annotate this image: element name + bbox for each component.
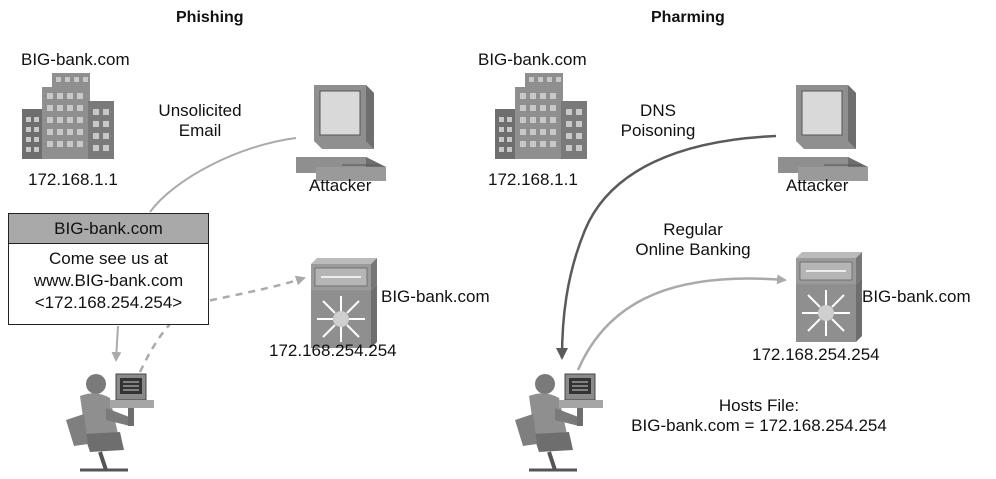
- phishing-email-connector: [149, 137, 297, 213]
- pharming-dns-label-line2: Poisoning: [620, 121, 696, 140]
- pharming-fake-server-label: BIG-bank.com: [862, 287, 971, 306]
- pharming-dns-poisoning-arrow: [556, 134, 777, 360]
- pharming-hosts-file: Hosts File: BIG-bank.com = 172.168.254.2…: [606, 396, 912, 436]
- pharming-bank-label: BIG-bank.com: [478, 50, 587, 69]
- pharming-fake-server-ip: 172.168.254.254: [752, 345, 880, 364]
- phishing-email-delivery-arrow: [111, 325, 122, 362]
- phishing-email-box-body: Come see us at www.BIG-bank.com <172.168…: [9, 244, 208, 314]
- phishing-email-box: BIG-bank.com Come see us at www.BIG-bank…: [8, 213, 209, 325]
- pharming-attacker-label: Attacker: [786, 176, 849, 195]
- pharming-bank-building-icon: [495, 73, 587, 159]
- pharming-dns-label-line1: DNS: [640, 101, 676, 120]
- phishing-email-box-line1: Come see us at: [48, 249, 169, 268]
- pharming-victim-user-icon: [513, 372, 605, 472]
- pharming-hosts-file-title: Hosts File:: [718, 396, 800, 415]
- pharming-fake-server-icon: [795, 251, 863, 343]
- pharming-hosts-file-entry: BIG-bank.com = 172.168.254.254: [631, 416, 887, 435]
- phishing-email-box-line2: www.BIG-bank.com: [33, 271, 184, 290]
- pharming-regular-label-line1: Regular: [663, 220, 723, 239]
- phishing-bank-label: BIG-bank.com: [21, 50, 130, 69]
- phishing-attacker-workstation-icon: [295, 84, 387, 182]
- phishing-fake-server-ip: 172.168.254.254: [269, 341, 397, 360]
- phishing-email-box-line3: <172.168.254.254>: [34, 293, 183, 312]
- phishing-bank-building-icon: [22, 73, 114, 159]
- phishing-fake-server-label: BIG-bank.com: [381, 287, 490, 306]
- pharming-regular-label-line2: Online Banking: [635, 240, 751, 259]
- phishing-email-box-header: BIG-bank.com: [9, 214, 208, 244]
- pharming-title: Pharming: [651, 9, 725, 26]
- pharming-regular-label: Regular Online Banking: [618, 220, 768, 260]
- pharming-regular-banking-arrow: [576, 274, 787, 371]
- phishing-bank-ip: 172.168.1.1: [28, 170, 118, 189]
- pharming-bank-ip: 172.168.1.1: [488, 170, 578, 189]
- pharming-dns-label: DNS Poisoning: [608, 101, 708, 141]
- phishing-email-label-line1: Unsolicited: [158, 101, 242, 120]
- phishing-fake-server-icon: [310, 257, 378, 349]
- phishing-email-label-line2: Email: [178, 121, 222, 140]
- phishing-title: Phishing: [176, 9, 244, 26]
- phishing-email-label: Unsolicited Email: [158, 101, 242, 141]
- phishing-attacker-label: Attacker: [309, 176, 372, 195]
- phishing-victim-user-icon: [64, 372, 156, 472]
- phishing-redirect-arrow: [138, 275, 306, 373]
- pharming-attacker-workstation-icon: [777, 84, 869, 182]
